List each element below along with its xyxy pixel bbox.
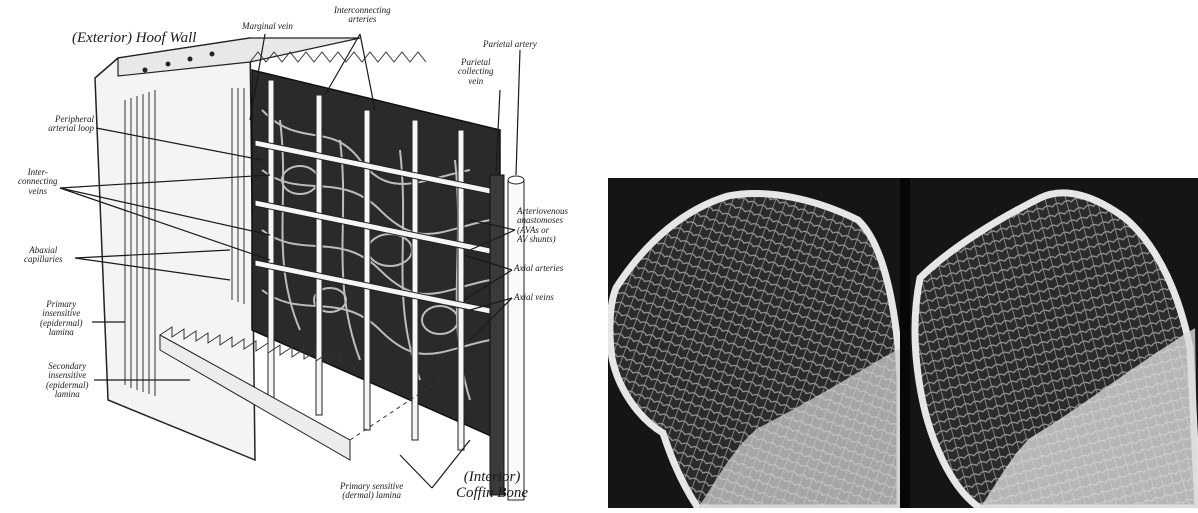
interconnecting-arteries-line2: arteries <box>334 15 391 24</box>
xray-divider <box>900 178 910 508</box>
coffin-bone-xray-right <box>910 178 1198 508</box>
interior-coffin-bone-label: (Interior) Coffin Bone <box>456 470 528 502</box>
parietal-artery-label: Parietal artery <box>483 40 537 49</box>
parietal-collecting-vein-label: Parietal collecting vein <box>458 58 494 86</box>
axial-arteries-label: Axial arteries <box>514 264 563 273</box>
exterior-hoof-wall-title: (Exterior) Hoof Wall <box>72 31 196 47</box>
coffin-bone-xray-panel <box>608 178 1198 508</box>
abaxial-capillaries-label: Abaxial capillaries <box>24 246 63 265</box>
primary-insensitive-lamina-label: Primary insensitive (epidermal) lamina <box>40 300 83 338</box>
coffin-bone-label: Coffin Bone <box>456 486 528 502</box>
interconnecting-veins-line3: veins <box>18 187 58 196</box>
peripheral-arterial-loop-label: Peripheral arterial loop <box>28 115 94 134</box>
interconnecting-arteries-label: Interconnecting arteries <box>334 6 391 25</box>
primary-insensitive-line4: lamina <box>40 328 83 337</box>
secondary-insensitive-line4: lamina <box>46 390 89 399</box>
arteriovenous-anastomoses-label: Arteriovenous anastomoses (AVAs or AV sh… <box>517 207 568 245</box>
abaxial-line2: capillaries <box>24 255 63 264</box>
interior-label: (Interior) <box>456 470 528 486</box>
parietal-collecting-vein-line3: vein <box>458 77 494 86</box>
marginal-vein-label: Marginal vein <box>242 22 293 31</box>
peripheral-loop-line2: arterial loop <box>28 124 94 133</box>
coffin-bone-xray-left <box>608 178 900 508</box>
secondary-insensitive-lamina-label: Secondary insensitive (epidermal) lamina <box>46 362 89 400</box>
axial-veins-label: Axial veins <box>514 293 554 302</box>
label-leader-lines <box>0 0 612 508</box>
avas-line4: AV shunts) <box>517 235 568 244</box>
primary-sensitive-line2: (dermal) lamina <box>340 491 403 500</box>
interconnecting-veins-label: Inter- connecting veins <box>18 168 58 196</box>
hoof-lamina-diagram: (Exterior) Hoof Wall Marginal vein Inter… <box>0 0 612 508</box>
primary-sensitive-lamina-label: Primary sensitive (dermal) lamina <box>340 482 403 501</box>
